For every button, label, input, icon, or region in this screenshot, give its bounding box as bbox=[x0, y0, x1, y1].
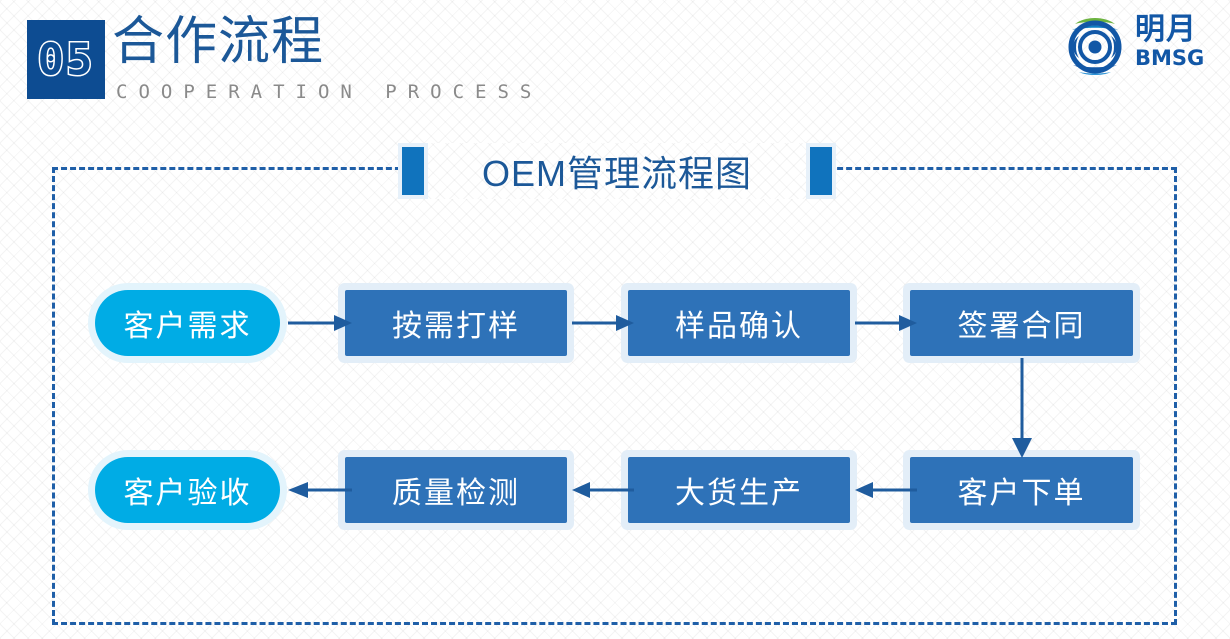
logo-name-en: BMSG bbox=[1135, 46, 1205, 70]
company-logo: 明月 BMSG bbox=[1055, 8, 1220, 84]
flow-node-accept[interactable]: 客户验收 bbox=[95, 457, 280, 523]
heading-bar-left bbox=[402, 147, 424, 195]
page-header: 05 合作流程 COOPERATION PROCESS 明月 BMSG bbox=[0, 0, 1230, 115]
diagram-heading-text: OEM管理流程图 bbox=[481, 153, 752, 194]
arrow-produce-to-quality bbox=[572, 482, 634, 498]
flow-node-order[interactable]: 客户下单 bbox=[910, 457, 1133, 523]
flow-node-confirm[interactable]: 样品确认 bbox=[628, 290, 850, 356]
section-number: 05 bbox=[36, 33, 95, 87]
page-title: 合作流程 bbox=[112, 14, 325, 71]
arrow-demand-to-sample bbox=[288, 315, 352, 331]
flow-node-sample[interactable]: 按需打样 bbox=[345, 290, 567, 356]
heading-bar-right bbox=[810, 147, 832, 195]
flow-node-contract[interactable]: 签署合同 bbox=[910, 290, 1133, 356]
arrow-sample-to-confirm bbox=[572, 315, 634, 331]
page-subtitle: COOPERATION PROCESS bbox=[116, 81, 543, 103]
arrow-contract-to-order bbox=[1012, 358, 1032, 458]
flow-node-quality[interactable]: 质量检测 bbox=[345, 457, 567, 523]
section-number-badge: 05 bbox=[27, 20, 105, 99]
logo-name-cn: 明月 bbox=[1135, 13, 1197, 46]
flow-node-produce[interactable]: 大货生产 bbox=[628, 457, 850, 523]
diagram-heading: OEM管理流程图 bbox=[402, 143, 832, 199]
arrow-order-to-produce bbox=[855, 482, 917, 498]
arrow-confirm-to-contract bbox=[855, 315, 917, 331]
globe-emblem-icon bbox=[1068, 18, 1122, 75]
flow-node-demand[interactable]: 客户需求 bbox=[95, 290, 280, 356]
arrow-quality-to-accept bbox=[288, 482, 352, 498]
logo-wordmark: 明月 BMSG bbox=[1135, 13, 1219, 71]
